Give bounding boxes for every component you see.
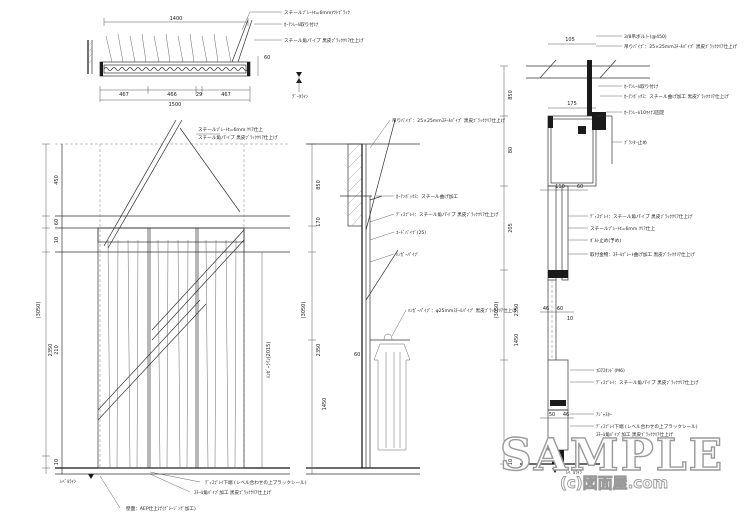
- front-dim-left-1: 450: [54, 175, 60, 185]
- side-dim-left-4: 1450: [322, 398, 328, 411]
- section-note-10: 取付金物：ｽﾁｰﾙﾌﾟﾚｰﾄ曲げ加工 黒皮ﾌﾞﾗｯｸｸﾘｱ仕上げ: [590, 251, 695, 258]
- front-dim-left-2: 60: [54, 219, 60, 225]
- plan-fl-label: ﾃﾞｰﾀﾗｲﾝ: [292, 93, 309, 100]
- front-dim-left-5: 210: [54, 345, 60, 355]
- section-note-6: ﾌﾟﾗﾝﾀｰ止め: [624, 139, 647, 146]
- section-dim-left-2: 80: [508, 147, 514, 153]
- side-dim-left-2: 170: [316, 217, 322, 227]
- section-dim-small-5: 10: [567, 316, 573, 322]
- section-note-5: ｶｰﾃﾝﾚｰﾙ10ﾏｲﾅｽ固定: [624, 109, 665, 116]
- plan-curtain-pleats: [105, 33, 232, 63]
- section-dim-small-6: 50: [549, 412, 555, 418]
- side-note-3: ﾃﾞｨｽﾌﾟﾚｲ：スチール角パイプ 黒皮ﾌﾞﾗｯｸｸﾘｱ仕上げ: [396, 211, 499, 218]
- plan-note-3: スチール角パイプ 黒皮ﾌﾞﾗｯｸｸﾘｱ仕上げ: [284, 37, 364, 44]
- watermark-text: SAMPLE: [500, 430, 724, 481]
- section-note-1: 3/8吊ボルト(@450): [624, 33, 667, 40]
- section-note-7: ﾃﾞｨｽﾌﾟﾚｲ：スチール角パイプ 黒皮ﾌﾞﾗｯｸｸﾘｱ仕上げ: [590, 213, 693, 220]
- section-note-9: ﾎﾞﾙﾄ止め(予め): [590, 237, 621, 244]
- plan-note-2: ｶｰﾃﾝﾚｰﾙ取り付け: [284, 21, 319, 28]
- side-note-1: 吊りﾊﾟｲﾌﾟ：25×25mmｽﾁｰﾙﾊﾟｲﾌﾟ 黒皮ﾌﾞﾗｯｸｸﾘｱ仕上げ: [392, 117, 506, 124]
- front-note-4: ｽﾁｰﾙ角ﾊﾟｲﾌﾟ加工 黒皮ﾌﾞﾗｯｸｸﾘｱ仕上げ: [194, 489, 272, 496]
- section-detail: 105 175 110 60 46 60 10 50 46: [494, 33, 738, 476]
- section-note-15: ｽﾁｰﾙ角ﾊﾟｲﾌﾟ加工 黒皮ﾌﾞﾗｯｸｸﾘｱ仕上げ: [596, 431, 674, 438]
- section-dim-small-1: 110: [555, 184, 565, 190]
- side-note-2: ｶｰﾃﾝﾎﾞｯｸｽ：スチール曲げ加工: [396, 193, 458, 200]
- side-dim-left-5: 60: [354, 352, 360, 358]
- section-dim-left-3: 205: [508, 223, 514, 233]
- plan-dim-bottom-4: 467: [221, 92, 231, 98]
- section-dim-left-6: 10: [508, 459, 514, 465]
- section-total-height: (3050): [494, 302, 500, 319]
- section-dim-left-4: 2350: [514, 304, 520, 317]
- plan-note-1: スチールﾌﾟﾚｰﾄt=6mmﾏﾂﾄﾌﾞﾗｯｸ: [284, 9, 350, 16]
- front-elevation: 450 60 10 2350 210 10 (3050) ﾊﾝｶﾞｰﾗｲﾝ(20…: [36, 119, 307, 512]
- side-hanging-garment: [373, 333, 411, 451]
- sample-watermark: SAMPLE (c)図面屋.com: [499, 429, 724, 492]
- section-dim-small-2: 60: [577, 184, 583, 190]
- section-note-4: ｶｰﾃﾝﾎﾞｯｸｽ：スチール曲げ加工 黒皮ﾌﾞﾗｯｸｸﾘｱ仕上げ: [624, 93, 729, 100]
- plan-dim-total: 1500: [169, 102, 182, 108]
- plan-dim-top-1: 1400: [170, 16, 183, 22]
- front-total-height: (3050): [36, 302, 42, 319]
- plan-dim-bottom-1: 467: [119, 92, 129, 98]
- section-dim-small-4: 60: [557, 306, 563, 312]
- section-dim-top-1: 105: [565, 37, 575, 43]
- section-dim-small-7: 46: [563, 412, 569, 418]
- section-note-14: ﾃﾞｨｽﾌﾟﾚｲ下端 (レベル合わせの上ブラックシール): [596, 423, 698, 430]
- side-total-height: (3050): [301, 302, 307, 319]
- section-note-2: 吊りﾊﾟｲﾌﾟ：25×25mmｽﾁｰﾙﾊﾟｲﾌﾟ 黒皮ﾌﾞﾗｯｸｸﾘｱ仕上げ: [624, 43, 738, 50]
- section-dim-small-3: 46: [543, 306, 549, 312]
- front-dim-left-4: 2350: [48, 344, 54, 357]
- section-note-13: ｱｼﾞｬｽﾀｰ: [596, 411, 613, 418]
- plan-dim-top-2: 60: [264, 55, 270, 61]
- side-dim-left-1: 850: [316, 180, 322, 190]
- front-note-3: ﾃﾞｨｽﾌﾟﾚｲ下端 (レベル合わせの上ブラックシール): [205, 479, 307, 486]
- front-inner-dim: ﾊﾝｶﾞｰﾗｲﾝ(2015): [265, 342, 272, 379]
- section-note-12: ﾃﾞｨｽﾌﾟﾚｲ：スチール角パイプ 黒皮ﾌﾞﾗｯｸｸﾘｱ仕上げ: [596, 379, 699, 386]
- side-note-4: ｺｰﾄﾞﾊﾟｲﾌﾟ(25): [396, 229, 426, 236]
- side-note-5: ﾊﾝｶﾞｰﾊﾟｲﾌﾟ: [396, 251, 419, 258]
- side-elevation: 850 170 2350 1450 60 (3050) 吊りﾊﾟｲﾌﾟ：25×2…: [301, 117, 517, 475]
- front-dim-left-3: 10: [54, 237, 60, 243]
- watermark-sub: (c)図面屋.com: [560, 474, 668, 492]
- plan-dim-bottom-3: 29: [196, 92, 202, 98]
- side-note-6: ﾊﾝｶﾞｰﾊﾟｲﾌﾟ：φ25mmｽﾁｰﾙﾊﾟｲﾌﾟ 黒皮ﾌﾞﾗｯｸｸﾘｱ仕上げ: [408, 307, 517, 314]
- section-dim-left-1: 850: [508, 90, 514, 100]
- front-curtain-folds: [107, 239, 237, 469]
- plan-view: 1400 60 467 466 29 467 1500: [87, 9, 364, 108]
- front-fl-label: ﾚﾍﾞﾙﾗｲﾝ: [60, 478, 77, 485]
- side-wall-hatch: [347, 143, 363, 227]
- section-dim-top-2: 175: [567, 101, 577, 107]
- front-dim-left-6: 10: [54, 459, 60, 465]
- side-dim-left-3: 2350: [316, 344, 322, 357]
- section-note-8: スチールﾌﾟﾚｰﾄt=6mm ｸﾘｱ仕上: [590, 225, 655, 232]
- plan-dim-bottom-2: 466: [167, 92, 177, 98]
- section-dim-left-5: 1450: [514, 334, 520, 347]
- front-note-5: 壁面：AEP仕上げ(ｸﾞﾚｰｼﾞﾝｸﾞ加工): [126, 505, 196, 512]
- section-notes: 3/8吊ボルト(@450) 吊りﾊﾟｲﾌﾟ：25×25mmｽﾁｰﾙﾊﾟｲﾌﾟ 黒…: [568, 33, 738, 438]
- front-note-1: スチールﾌﾟﾚｰﾄt=6mm ｸﾘｱ仕上: [198, 126, 263, 133]
- front-note-2: スチール角パイプ 黒皮ﾌﾞﾗｯｸｸﾘｱ仕上げ: [198, 134, 278, 141]
- section-note-3: ｶｰﾃﾝﾚｰﾙ取り付け: [624, 83, 659, 90]
- section-fl-label: ﾚﾍﾞﾙﾗｲﾝ: [566, 469, 583, 476]
- section-note-11: ﾌﾛｱｽﾀﾝﾄﾞ(M6): [596, 367, 625, 374]
